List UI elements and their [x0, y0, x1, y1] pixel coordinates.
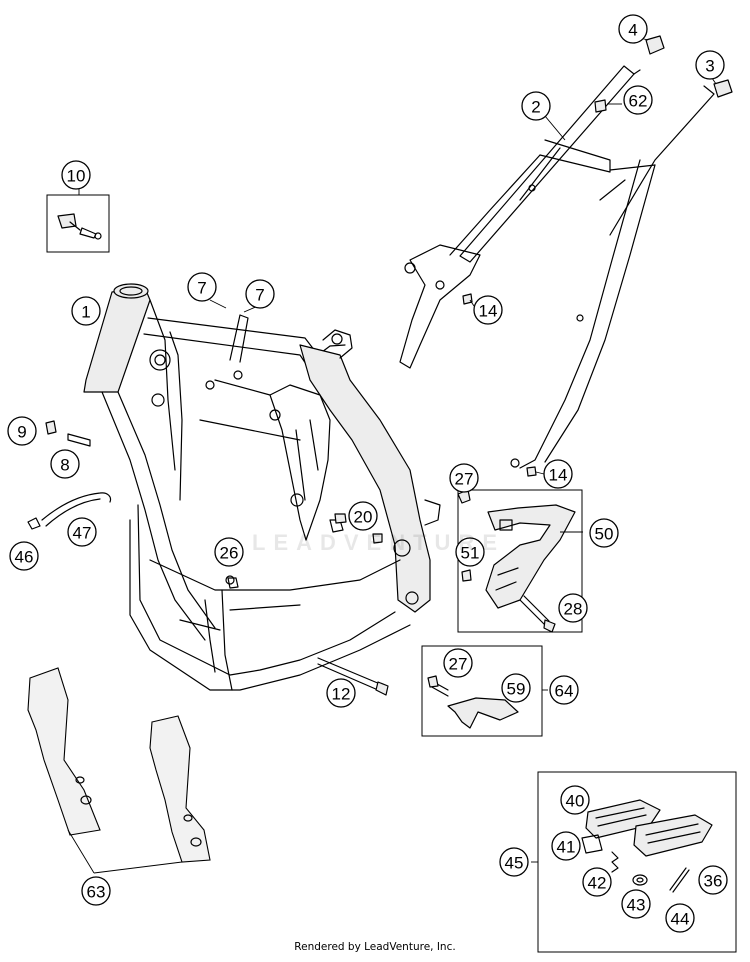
- callout-9: 9: [7, 416, 37, 446]
- svg-text:64: 64: [555, 682, 574, 701]
- callout-41: 41: [551, 831, 581, 861]
- svg-text:7: 7: [255, 286, 264, 305]
- hose-47: [27, 492, 112, 530]
- insert-box: [421, 645, 543, 737]
- callout-45: 45: [499, 847, 529, 877]
- svg-text:12: 12: [332, 685, 351, 704]
- callout-44: 44: [665, 903, 695, 933]
- lock-set-10: [46, 194, 110, 253]
- callout-4: 4: [618, 14, 648, 44]
- callout-46: 46: [9, 541, 39, 571]
- footrest-pin-41: [581, 834, 603, 854]
- callout-7b: 7: [245, 279, 275, 309]
- svg-text:26: 26: [220, 544, 239, 563]
- watermark: LEADVENTURE: [252, 530, 506, 555]
- footrest-40: [585, 799, 713, 857]
- svg-text:46: 46: [15, 548, 34, 567]
- callout-12: 12: [326, 678, 356, 708]
- callout-8: 8: [50, 449, 80, 479]
- small-parts-frame: [225, 513, 383, 585]
- svg-text:3: 3: [705, 57, 714, 76]
- svg-text:47: 47: [73, 524, 92, 543]
- bolt-12: [317, 657, 389, 696]
- svg-text:1: 1: [81, 303, 90, 322]
- bolt-8-nut-9: [45, 420, 91, 447]
- svg-text:7: 7: [197, 279, 206, 298]
- leader-lines: [67, 37, 717, 874]
- callout-36: 36: [698, 865, 728, 895]
- svg-text:44: 44: [671, 910, 690, 929]
- callout-42: 42: [582, 867, 612, 897]
- callout-10: 10: [61, 160, 91, 190]
- svg-text:2: 2: [531, 98, 540, 117]
- callout-47: 47: [67, 517, 97, 547]
- spring-42: [611, 851, 619, 873]
- callout-59: 59: [501, 673, 531, 703]
- callout-14b: 14: [543, 459, 573, 489]
- callout-7a: 7: [187, 272, 217, 302]
- svg-text:62: 62: [629, 92, 648, 111]
- svg-text:27: 27: [449, 655, 468, 674]
- callout-50: 50: [589, 518, 619, 548]
- frame-guard-right: [149, 715, 211, 863]
- svg-text:41: 41: [557, 838, 576, 857]
- svg-text:4: 4: [628, 21, 637, 40]
- svg-text:8: 8: [60, 456, 69, 475]
- svg-text:42: 42: [588, 874, 607, 893]
- svg-text:9: 9: [17, 423, 26, 442]
- cotter-pin-44: [669, 867, 690, 893]
- frame-guard-left: [27, 667, 101, 836]
- washer-43: [632, 874, 648, 886]
- callout-28: 28: [558, 593, 588, 623]
- bolt-14-upper: [462, 293, 473, 305]
- callout-63: 63: [81, 876, 111, 906]
- callout-26: 26: [214, 537, 244, 567]
- main-frame: [83, 283, 441, 691]
- chain-guide-box: [457, 489, 583, 633]
- svg-text:20: 20: [354, 508, 373, 527]
- footer-credit: Rendered by LeadVenture, Inc.: [294, 941, 456, 953]
- callout-51: 51: [455, 537, 485, 567]
- callout-27b: 27: [443, 648, 473, 678]
- callout-14a: 14: [473, 295, 503, 325]
- callout-62: 62: [623, 85, 653, 115]
- svg-text:50: 50: [595, 525, 614, 544]
- svg-text:14: 14: [549, 466, 568, 485]
- callout-43: 43: [621, 889, 651, 919]
- callout-3: 3: [695, 50, 725, 80]
- callout-27a: 27: [449, 463, 479, 493]
- callout-2: 2: [521, 91, 551, 121]
- callout-1: 1: [71, 296, 101, 326]
- subframe: [399, 35, 733, 469]
- svg-text:43: 43: [627, 896, 646, 915]
- chain-guide-50: [457, 489, 576, 633]
- svg-text:28: 28: [564, 600, 583, 619]
- callout-20: 20: [348, 501, 378, 531]
- svg-text:63: 63: [87, 883, 106, 902]
- svg-text:59: 59: [507, 680, 526, 699]
- svg-text:45: 45: [505, 854, 524, 873]
- svg-text:27: 27: [455, 470, 474, 489]
- bolt-14-lower: [526, 466, 537, 477]
- callout-40: 40: [560, 785, 590, 815]
- svg-text:51: 51: [461, 544, 480, 563]
- svg-text:40: 40: [566, 792, 585, 811]
- callout-64: 64: [549, 675, 579, 705]
- chain-insert-59: [427, 675, 519, 729]
- svg-text:14: 14: [479, 302, 498, 321]
- svg-text:10: 10: [67, 167, 86, 186]
- svg-text:36: 36: [704, 872, 723, 891]
